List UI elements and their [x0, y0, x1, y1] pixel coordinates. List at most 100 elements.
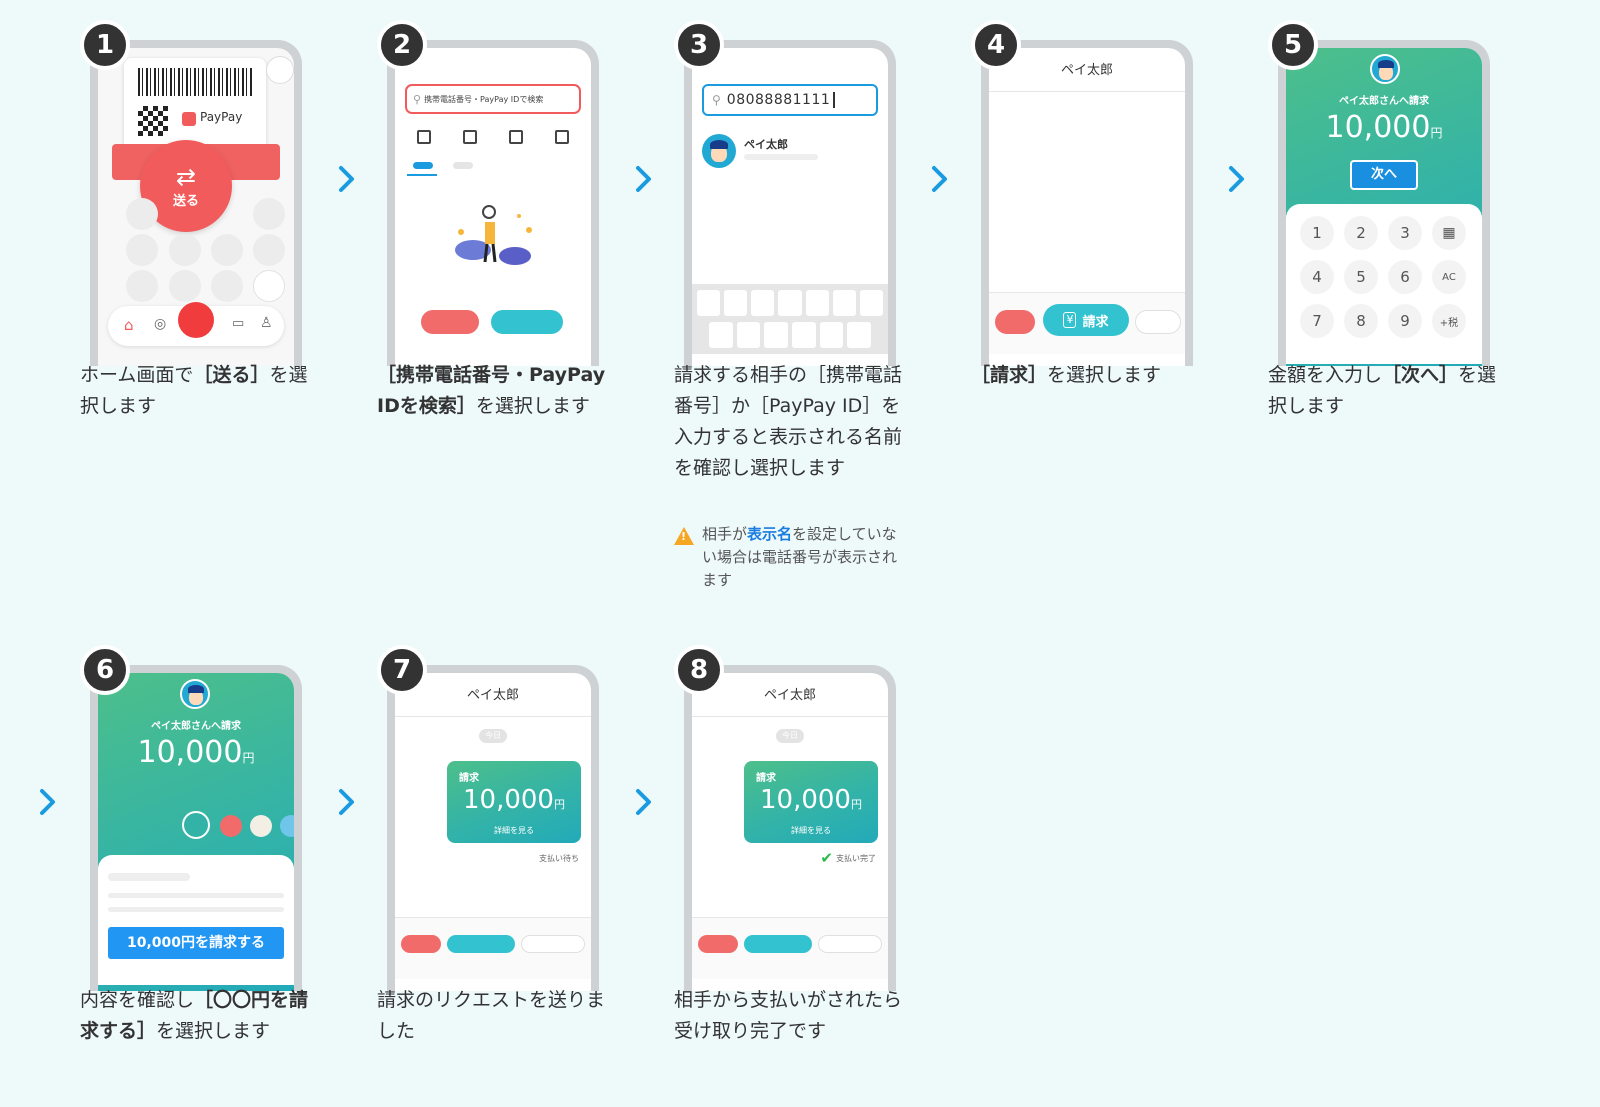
key[interactable]: [724, 290, 748, 316]
key-6[interactable]: 6: [1388, 260, 1422, 294]
step-number: 8: [674, 645, 724, 695]
bottom-button-teal[interactable]: [447, 935, 515, 953]
key[interactable]: [736, 322, 761, 348]
tab-active[interactable]: [413, 162, 433, 169]
avatar[interactable]: [702, 134, 736, 168]
placeholder-line: [108, 907, 284, 912]
search-input[interactable]: ⚲ 08088881111: [702, 84, 878, 116]
tab-inactive[interactable]: [453, 162, 473, 169]
bottom-button-red[interactable]: [401, 935, 441, 953]
card-label: 請求: [459, 773, 479, 784]
desc-bold: ［携帯電話番号・PayPay IDを検索］: [377, 364, 606, 417]
wallet-icon[interactable]: ▭: [232, 316, 245, 331]
amount-unit: 円: [850, 798, 862, 811]
search-field[interactable]: ⚲ 携帯電話番号・PayPay IDで検索: [405, 84, 581, 114]
contact-name[interactable]: ペイ太郎: [744, 138, 788, 151]
desc-text: 内容を確認し: [80, 989, 195, 1011]
request-card[interactable]: 請求 10,000円 詳細を見る: [447, 761, 581, 843]
menu-dot: [126, 198, 158, 230]
phone-frame: ⚲ 携帯電話番号・PayPay IDで検索: [387, 40, 599, 366]
card-amount: 10,000円: [744, 785, 878, 815]
account-icon[interactable]: ♙: [260, 315, 273, 331]
bottom-button-red[interactable]: [995, 310, 1035, 334]
request-button[interactable]: ¥ 請求: [1043, 304, 1129, 336]
step-5: 5 ペイ太郎さんへ請求 10,000円 次へ 1 2 3 ▦ 4 5 6 AC …: [1268, 20, 1508, 380]
key[interactable]: [764, 322, 789, 348]
bottom-button-empty[interactable]: [521, 935, 585, 953]
menu-dot: [169, 234, 201, 266]
color-swatch[interactable]: [280, 815, 294, 837]
key-tax[interactable]: +税: [1432, 304, 1466, 338]
calculator-icon[interactable]: ▦: [1432, 216, 1466, 250]
phone-screen: ペイ太郎さんへ請求 10,000円 次へ 1 2 3 ▦ 4 5 6 AC 7 …: [1286, 48, 1482, 366]
avatar: [180, 679, 210, 709]
checkbox[interactable]: [555, 130, 569, 144]
key[interactable]: [792, 322, 816, 348]
key[interactable]: [751, 290, 775, 316]
key[interactable]: [832, 290, 856, 316]
detail-link[interactable]: 詳細を見る: [494, 826, 534, 835]
next-button[interactable]: 次へ: [1350, 160, 1418, 190]
key[interactable]: [819, 322, 844, 348]
search-illustration-icon: [455, 205, 532, 265]
avatar: [1370, 54, 1400, 84]
pay-button[interactable]: [178, 302, 214, 338]
step-8: 8 ペイ太郎 今日 請求 10,000円 詳細を見る ✔ 支払い完了: [674, 645, 914, 1005]
key[interactable]: [697, 290, 721, 316]
bottom-button-empty[interactable]: [1135, 310, 1181, 334]
key[interactable]: [709, 322, 733, 348]
phone-screen: ⚲ 08088881111 ペイ太郎: [692, 48, 888, 366]
tab-underline: [407, 174, 437, 176]
desc-text: を選択します: [1268, 364, 1497, 417]
key[interactable]: [778, 290, 802, 316]
checkbox[interactable]: [509, 130, 523, 144]
detail-link[interactable]: 詳細を見る: [791, 826, 831, 835]
color-swatch-selected[interactable]: [182, 811, 210, 839]
key[interactable]: [859, 290, 883, 316]
amount-unit: 円: [1430, 126, 1443, 140]
amount-value: 10,000: [760, 785, 851, 815]
key-9[interactable]: 9: [1388, 304, 1422, 338]
bottom-button-empty[interactable]: [818, 935, 882, 953]
bottom-button-red[interactable]: [421, 310, 479, 334]
warning-note: 相手が表示名を設定していない場合は電話番号が表示されます: [702, 523, 902, 592]
desc-bold: ［送る］: [193, 364, 270, 386]
key-ac[interactable]: AC: [1432, 260, 1466, 294]
key-5[interactable]: 5: [1344, 260, 1378, 294]
map-pin-icon[interactable]: ◎: [154, 316, 167, 332]
date-chip: 今日: [479, 729, 507, 743]
key-4[interactable]: 4: [1300, 260, 1334, 294]
phone-screen: ペイ太郎 今日 請求 10,000円 詳細を見る 支払い待ち: [395, 673, 591, 991]
display-name-link[interactable]: 表示名: [747, 525, 793, 543]
key-3[interactable]: 3: [1388, 216, 1422, 250]
key-1[interactable]: 1: [1300, 216, 1334, 250]
checkbox[interactable]: [463, 130, 477, 144]
step-2: 2 ⚲ 携帯電話番号・PayPay IDで検索: [377, 20, 617, 380]
placeholder-line: [744, 154, 818, 160]
color-swatch[interactable]: [250, 815, 272, 837]
key-7[interactable]: 7: [1300, 304, 1334, 338]
bottom-button-teal[interactable]: [744, 935, 812, 953]
step-6: 6 ペイ太郎さんへ請求 10,000円 10,000円を請求する: [80, 645, 320, 1005]
step-number: 7: [377, 645, 427, 695]
key[interactable]: [805, 290, 829, 316]
key[interactable]: [847, 322, 872, 348]
phone-frame: ペイ太郎 ¥ 請求: [981, 40, 1193, 366]
color-swatch[interactable]: [220, 815, 242, 837]
phone-screen: PayPay ⇄ 送る ⌂ ◎ ▭ ♙: [98, 48, 294, 366]
key-8[interactable]: 8: [1344, 304, 1378, 338]
phone-frame: ペイ太郎 今日 請求 10,000円 詳細を見る ✔ 支払い完了: [684, 665, 896, 991]
submit-request-button[interactable]: 10,000円を請求する: [108, 927, 284, 959]
key-2[interactable]: 2: [1344, 216, 1378, 250]
home-icon[interactable]: ⌂: [124, 316, 134, 334]
checkbox[interactable]: [417, 130, 431, 144]
request-card[interactable]: 請求 10,000円 詳細を見る: [744, 761, 878, 843]
menu-dot: [253, 198, 285, 230]
bottom-button-red[interactable]: [698, 935, 738, 953]
amount-unit: 円: [553, 798, 565, 811]
desc-text: を選択します: [1047, 364, 1162, 386]
step-5-description: 金額を入力し［次へ］を選択します: [1268, 360, 1500, 422]
menu-dot: [211, 234, 243, 266]
desc-bold: ［〇〇円を請求する］: [80, 989, 309, 1042]
bottom-button-teal[interactable]: [491, 310, 563, 334]
